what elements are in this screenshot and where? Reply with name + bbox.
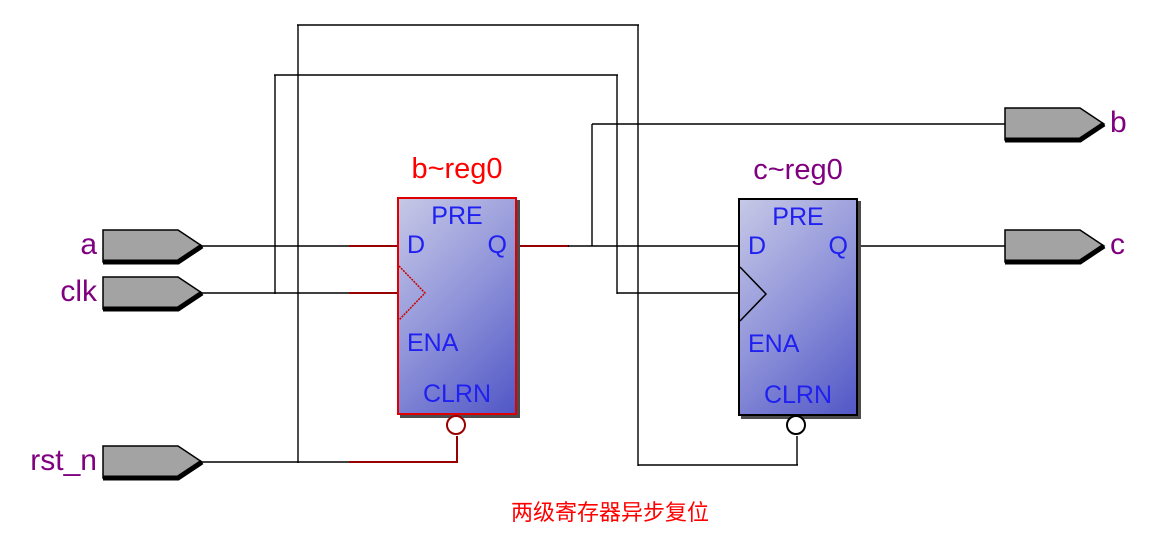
clrn-inversion-bubble-b: [446, 415, 466, 435]
register-c-reg0[interactable]: PRE D Q ENA CLRN: [738, 198, 858, 416]
port-clrn-label: CLRN: [422, 380, 492, 408]
register-b-reg0-title: b~reg0: [411, 153, 503, 185]
input-pin-clk-label: clk: [60, 275, 97, 308]
port-clrn-label: CLRN: [763, 381, 833, 409]
clock-chevron-icon: [398, 265, 427, 321]
register-c-reg0-title: c~reg0: [753, 154, 843, 186]
output-pin-c[interactable]: [1003, 227, 1107, 265]
port-d-label: D: [748, 232, 767, 260]
input-pin-clk[interactable]: [101, 274, 205, 312]
port-q-label: Q: [487, 231, 507, 259]
output-pin-c-label: c: [1110, 228, 1125, 261]
input-pin-a-label: a: [80, 228, 97, 261]
port-pre-label: PRE: [431, 202, 483, 230]
port-ena-label: ENA: [407, 329, 459, 357]
port-ena-label: ENA: [748, 330, 800, 358]
port-pre-label: PRE: [772, 203, 824, 231]
output-pin-b-label: b: [1110, 106, 1127, 139]
input-pin-rst_n[interactable]: [101, 443, 205, 481]
clrn-inversion-bubble-c: [786, 415, 806, 435]
input-pin-a[interactable]: [101, 227, 205, 265]
clock-chevron-icon: [739, 266, 768, 322]
port-q-label: Q: [828, 232, 848, 260]
schematic-caption: 两级寄存器异步复位: [510, 500, 709, 525]
input-pin-rst_n-label: rst_n: [30, 444, 97, 477]
register-b-reg0[interactable]: PRE D Q ENA CLRN: [397, 197, 517, 415]
output-pin-b[interactable]: [1003, 105, 1107, 143]
port-d-label: D: [407, 231, 426, 259]
